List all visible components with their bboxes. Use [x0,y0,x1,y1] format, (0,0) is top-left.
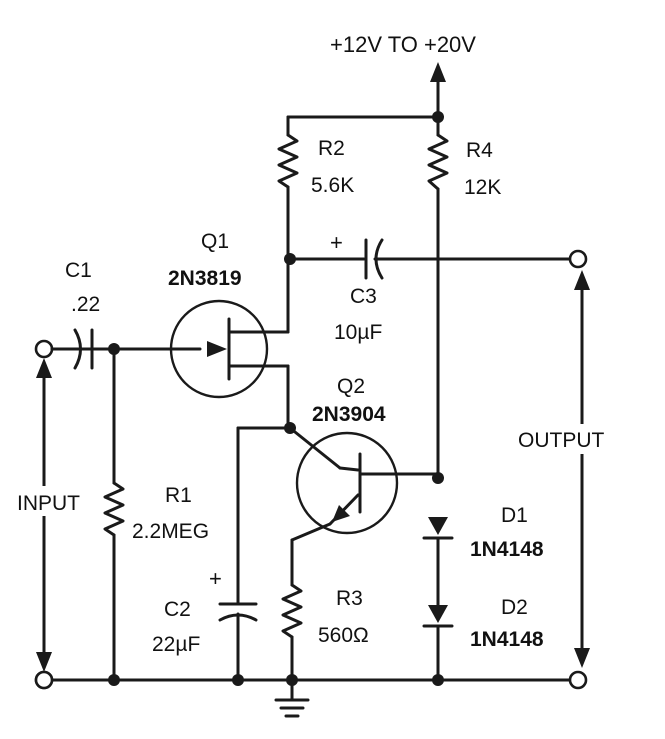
d2-diode [428,605,448,623]
q1-ref: Q1 [201,230,229,253]
ground-junction-c2 [232,674,244,686]
output-label-bg [518,424,624,454]
ground-junction-r1 [108,674,120,686]
input-label-bg [16,486,98,516]
q2-base-to-bar [338,466,360,472]
r1-resistor [103,481,125,537]
output-span-arrow [574,270,590,668]
q2-part: 2N3904 [312,403,386,426]
q2-body [295,431,399,535]
q2-ref: Q2 [337,375,365,398]
d1-part: 1N4148 [470,538,544,561]
c3-value: 10µF [334,321,382,344]
input-terminal-bottom-ring [34,670,54,690]
d1-diode [428,517,448,535]
r2-resistor [277,133,299,189]
d2-part: 1N4148 [470,628,544,651]
q2-base-lead [288,426,342,470]
r4-ref: R4 [466,139,493,162]
c2-plus: + [209,566,222,591]
r3-resistor [281,583,303,639]
output-terminal-bottom[interactable] [568,670,588,690]
r4-resistor [427,133,449,191]
c3-plus: + [330,230,343,255]
r3-value: 560Ω [318,624,369,647]
input-label: INPUT [17,492,80,515]
c2-value: 22µF [152,633,200,656]
c1-plate-left [73,328,82,370]
supply-label: +12V TO +20V [330,32,476,57]
d1-ref: D1 [501,504,528,527]
q1-part: 2N3819 [168,267,242,290]
ground-junction-d2 [432,674,444,686]
d2-ref: D2 [501,596,528,619]
r1-value: 2.2MEG [132,520,209,543]
q1-gate-arrow [207,341,227,357]
c3-ref: C3 [350,285,377,308]
c1-ref: C1 [65,259,92,282]
r2-ref: R2 [318,137,345,160]
q2-emitter-arrow [332,505,350,522]
r2-value: 5.6K [311,174,354,197]
r1-ref: R1 [165,484,192,507]
ground-symbol [274,678,310,718]
supply-arrow [430,62,446,119]
output-label: OUTPUT [518,429,605,452]
input-terminal-top[interactable] [34,339,54,359]
collector-junction [432,472,444,484]
r3-ref: R3 [336,587,363,610]
c2-ref: C2 [164,598,191,621]
c1-value: .22 [71,293,100,316]
r4-value: 12K [464,176,501,199]
output-terminal-top[interactable] [568,249,588,269]
q2-emitter-lead [290,522,332,542]
